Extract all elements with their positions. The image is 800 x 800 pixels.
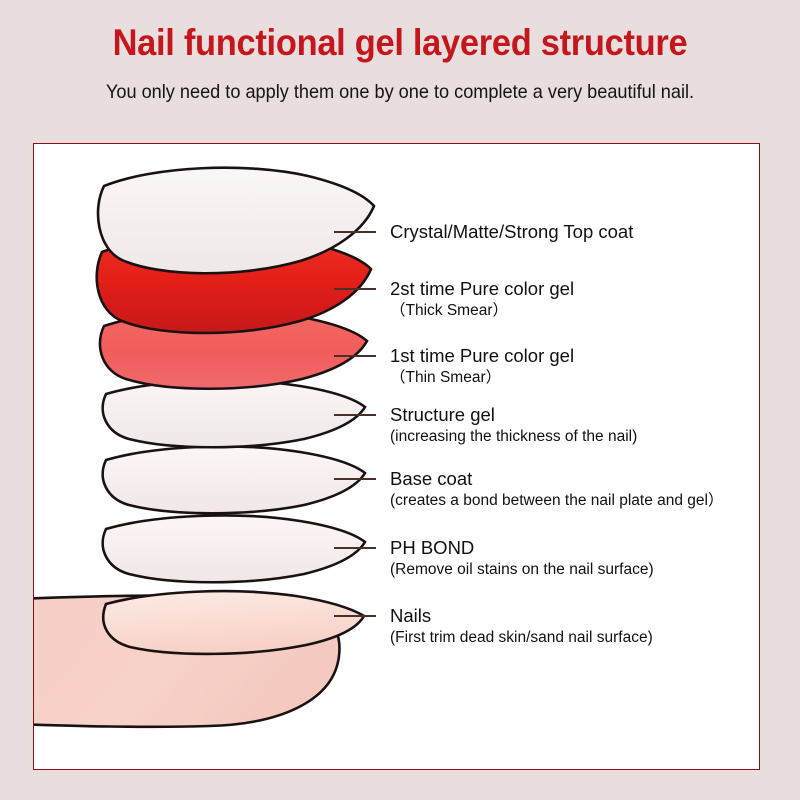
diagram-panel: Crystal/Matte/Strong Top coat 2st time P… — [33, 143, 760, 770]
legend-item-nails[interactable]: Nails (First trim dead skin/sand nail su… — [334, 605, 653, 647]
legend-item-base-coat[interactable]: Base coat (creates a bond between the na… — [334, 468, 724, 510]
legend-text-group: 2st time Pure color gel （Thick Smear） — [390, 278, 575, 320]
legend-item-ph-bond[interactable]: PH BOND (Remove oil stains on the nail s… — [334, 537, 654, 579]
legend-label-secondary: (creates a bond between the nail plate a… — [390, 492, 724, 509]
legend-text-group: PH BOND (Remove oil stains on the nail s… — [390, 537, 654, 579]
legend-label-secondary: （Thick Smear） — [390, 302, 508, 319]
leader-line-icon — [334, 615, 376, 618]
legend-label-primary: PH BOND — [390, 537, 475, 558]
legend-item-first-color-gel[interactable]: 1st time Pure color gel （Thin Smear） — [334, 345, 575, 387]
legend-text-group: 1st time Pure color gel （Thin Smear） — [390, 345, 575, 387]
legend-label-primary: Nails — [390, 605, 432, 626]
leader-line-icon — [334, 478, 376, 481]
nail-plate-layer — [101, 589, 366, 656]
legend-list: Crystal/Matte/Strong Top coat 2st time P… — [34, 144, 759, 769]
leader-line-icon — [334, 231, 376, 234]
legend-label-primary: Structure gel — [390, 404, 495, 425]
page-subtitle: You only need to apply them one by one t… — [105, 81, 695, 103]
leader-line-icon — [334, 288, 376, 291]
leader-line-icon — [334, 355, 376, 358]
nail-layer-diagram — [34, 166, 376, 729]
leader-line-icon — [334, 414, 376, 417]
legend-label-primary: 1st time Pure color gel — [390, 345, 575, 366]
legend-label-primary: Crystal/Matte/Strong Top coat — [390, 221, 634, 242]
base-coat-layer — [101, 445, 367, 515]
ph-bond-layer — [101, 514, 367, 584]
legend-label-secondary: (increasing the thickness of the nail) — [390, 428, 638, 445]
legend-item-top-coat[interactable]: Crystal/Matte/Strong Top coat — [334, 221, 634, 243]
legend-text-group: Crystal/Matte/Strong Top coat — [390, 221, 634, 243]
legend-text-group: Structure gel (increasing the thickness … — [390, 404, 638, 446]
page-header: Nail functional gel layered structure Yo… — [0, 0, 800, 140]
legend-label-primary: 2st time Pure color gel — [390, 278, 575, 299]
legend-label-secondary: (First trim dead skin/sand nail surface) — [390, 629, 653, 646]
leader-line-icon — [334, 547, 376, 550]
legend-item-second-color-gel[interactable]: 2st time Pure color gel （Thick Smear） — [334, 278, 575, 320]
legend-label-secondary: （Thin Smear） — [390, 369, 502, 386]
legend-item-structure-gel[interactable]: Structure gel (increasing the thickness … — [334, 404, 638, 446]
structure-gel-layer — [101, 379, 367, 449]
legend-text-group: Base coat (creates a bond between the na… — [390, 468, 724, 510]
top-coat-layer — [96, 166, 376, 275]
legend-label-secondary: (Remove oil stains on the nail surface) — [390, 561, 654, 578]
page-title: Nail functional gel layered structure — [112, 22, 688, 63]
legend-label-primary: Base coat — [390, 468, 473, 489]
legend-text-group: Nails (First trim dead skin/sand nail su… — [390, 605, 653, 647]
